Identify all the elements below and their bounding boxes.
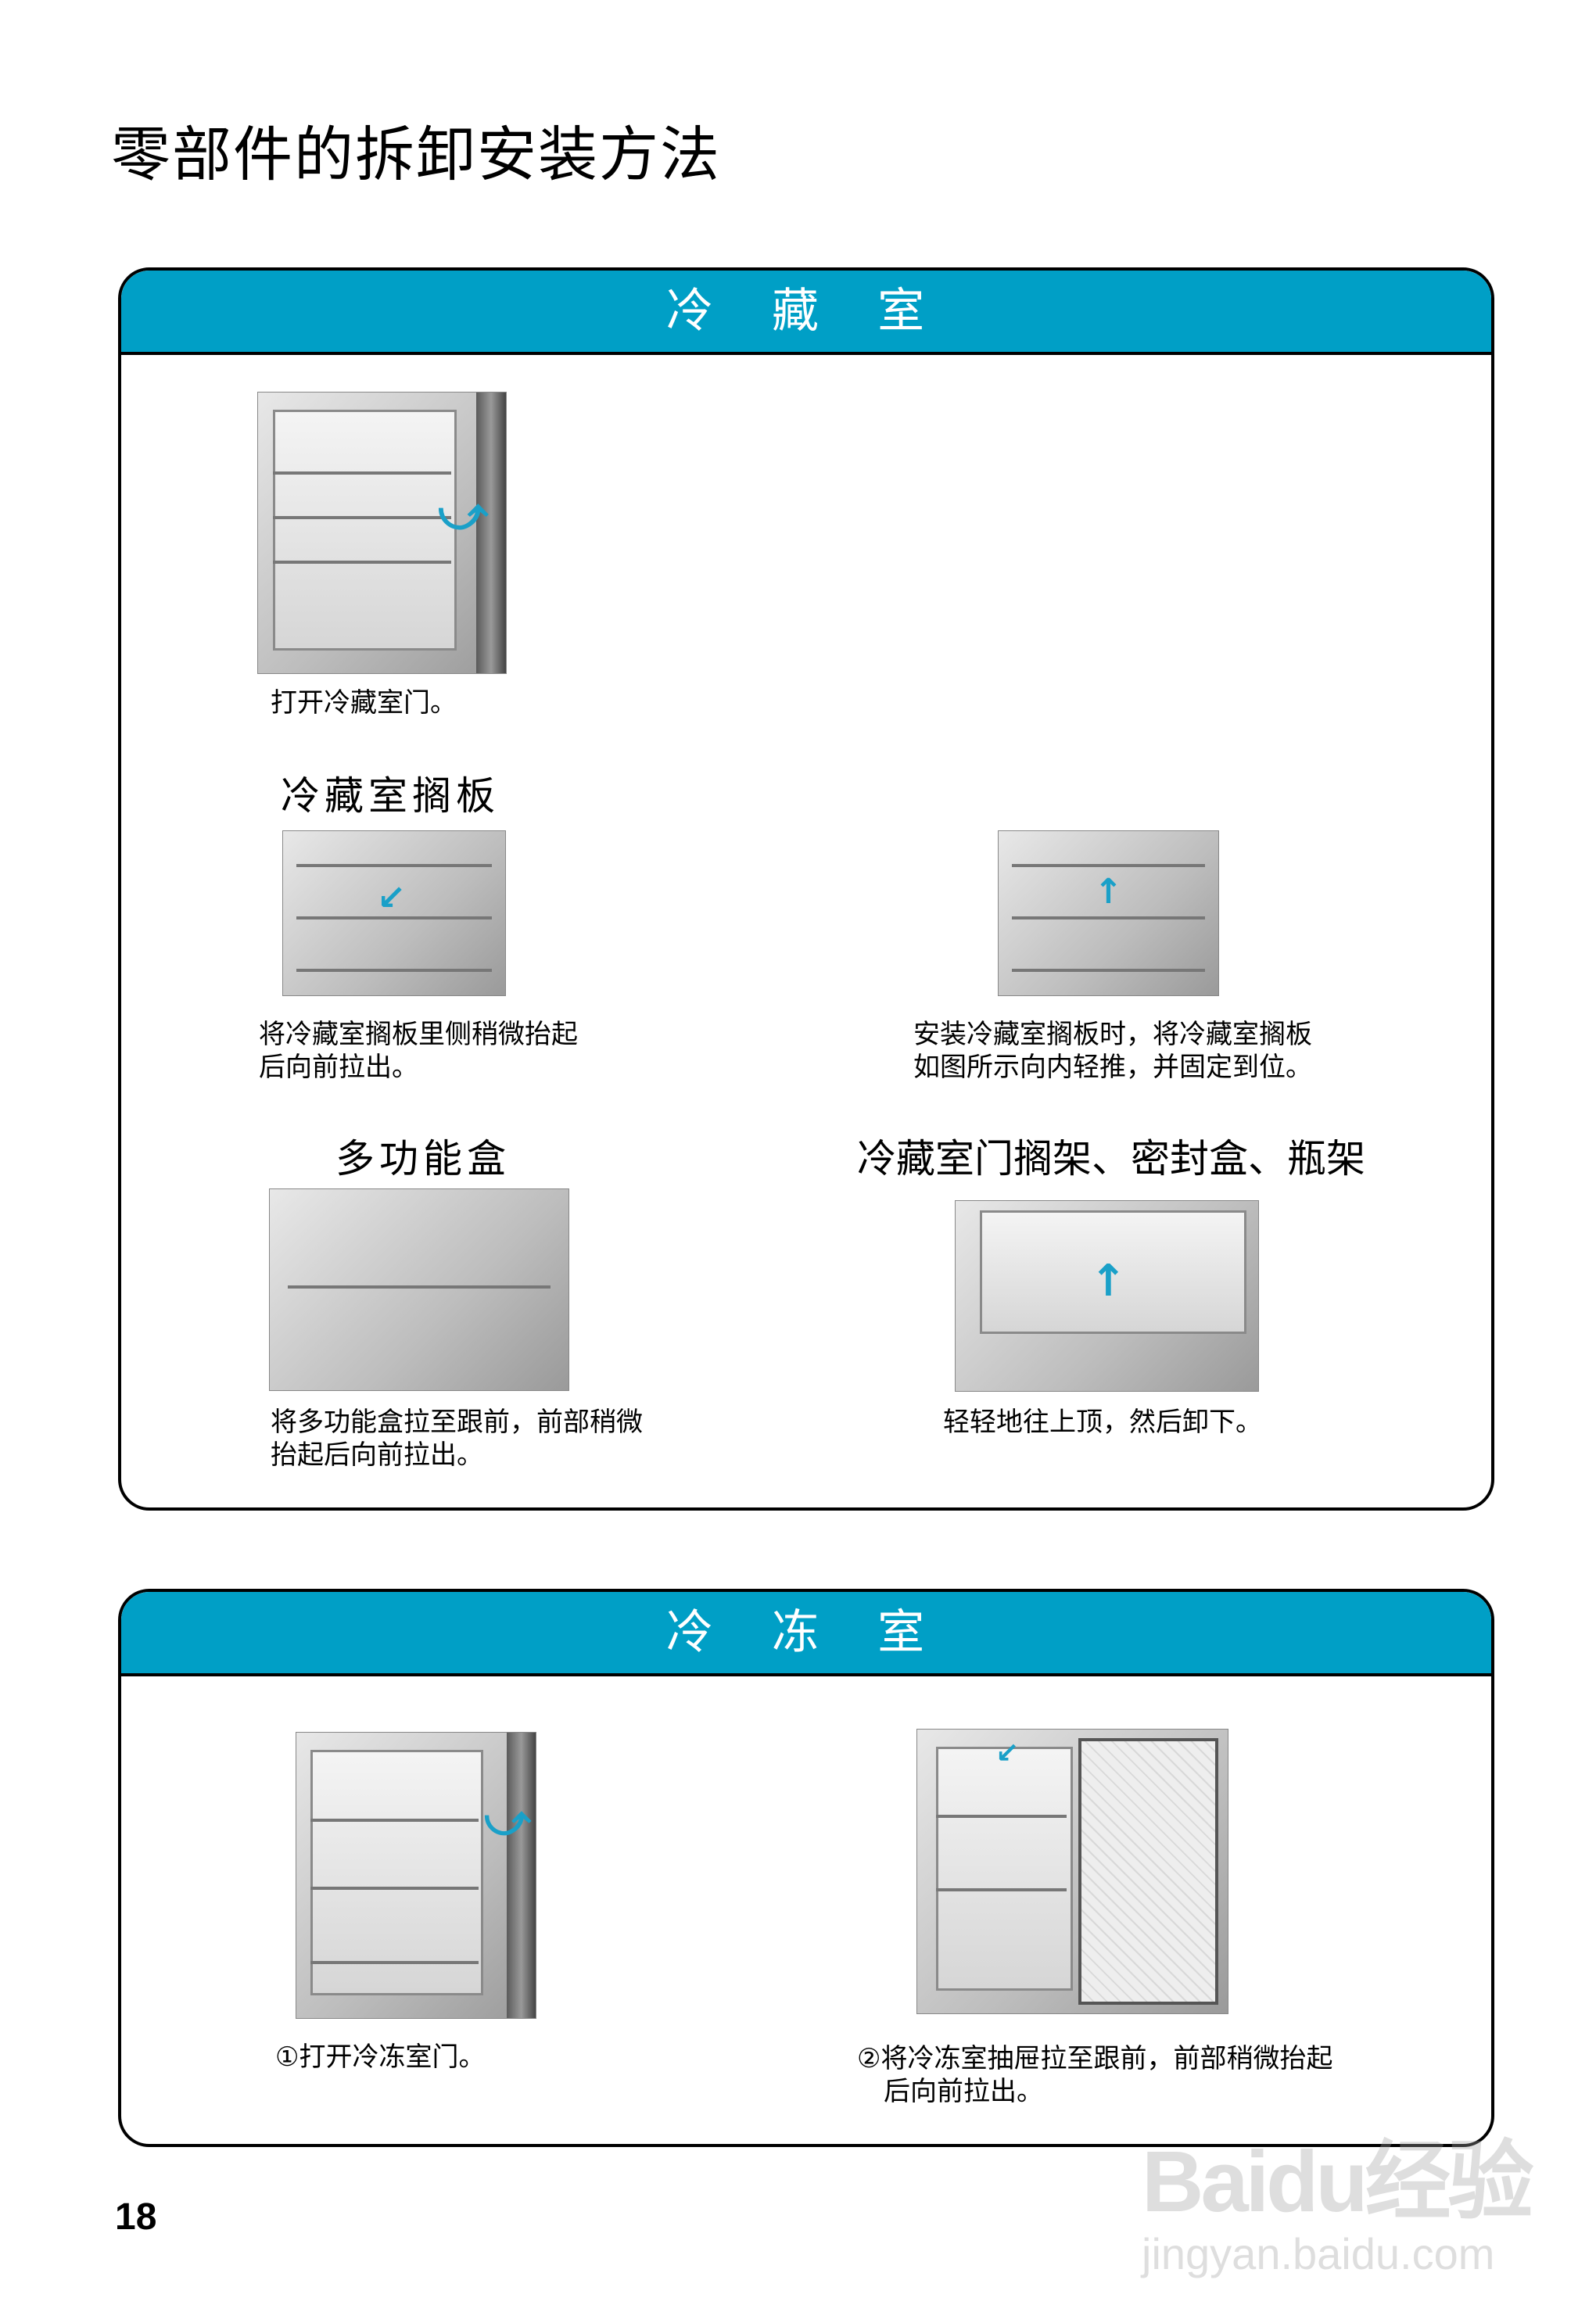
multibox-caption: 将多功能盒拉至跟前，前部稍微 抬起后向前拉出。 — [271, 1407, 643, 1471]
watermark-url: jingyan.baidu.com — [1142, 2229, 1495, 2278]
multibox-heading: 多功能盒 — [335, 1136, 511, 1181]
baidu-watermark: Baidu经验 jingyan.baidu.com — [1142, 2111, 1534, 2279]
freezer-open-door-image: ⤻ — [296, 1732, 536, 2019]
door-rack-caption: 轻轻地往上顶，然后卸下。 — [943, 1407, 1262, 1438]
door-rack-image: ↑ — [955, 1200, 1259, 1392]
shelf-heading: 冷藏室搁板 — [281, 773, 500, 819]
freezer-step1-caption: ①打开冷冻室门。 — [275, 2042, 486, 2073]
shelf-remove-image: ↙ — [282, 830, 506, 996]
freezer-step2-caption: ②将冷冻室抽屉拉至跟前，前部稍微抬起 后向前拉出。 — [857, 2043, 1333, 2107]
lift-arrow-icon: ↑ — [1090, 1256, 1127, 1307]
shelf-install-caption: 安装冷藏室搁板时，将冷藏室搁板 如图所示向内轻推，并固定到位。 — [913, 1019, 1312, 1083]
pull-arrow-icon: ↙ — [995, 1737, 1020, 1769]
fridge-section-header: 冷 藏 室 — [121, 271, 1491, 355]
rotate-arrow-icon: ⤻ — [484, 1795, 531, 1846]
shelf-remove-caption: 将冷藏室搁板里侧稍微抬起 后向前拉出。 — [259, 1019, 578, 1083]
multibox-image — [269, 1188, 569, 1391]
door-rack-heading: 冷藏室门搁架、密封盒、瓶架 — [857, 1136, 1365, 1181]
page-title: 零部件的拆卸安装方法 — [111, 120, 721, 189]
rotate-arrow-icon: ⤻ — [438, 486, 489, 541]
freezer-drawer-image: ↙ — [916, 1729, 1228, 2014]
freezer-section-header: 冷 冻 室 — [121, 1592, 1491, 1676]
shelf-install-image: ↑ — [998, 830, 1219, 996]
pull-arrow-icon: ↙ — [377, 878, 406, 918]
watermark-logo: Baidu经验 — [1142, 2134, 1534, 2230]
page-number: 18 — [115, 2196, 157, 2238]
open-door-caption: 打开冷藏室门。 — [271, 687, 457, 719]
fridge-open-door-image: ⤻ — [257, 392, 507, 674]
push-arrow-icon: ↑ — [1094, 872, 1123, 912]
